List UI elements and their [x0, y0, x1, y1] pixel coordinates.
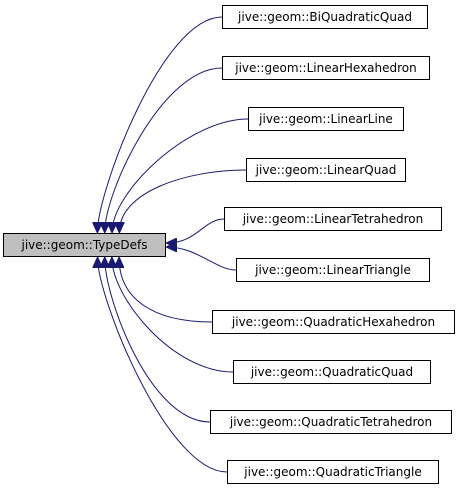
inheritance-edge-10: [98, 258, 228, 473]
node-quadratictetrahedron[interactable]: jive::geom::QuadraticTetrahedron: [210, 410, 452, 434]
inheritance-edge-3: [112, 118, 249, 232]
inheritance-edge-1: [97, 16, 223, 232]
node-lineartriangle[interactable]: jive::geom::LinearTriangle: [236, 258, 430, 282]
inheritance-edge-2: [105, 67, 223, 232]
edges: [97, 16, 249, 473]
inheritance-edge-6: [167, 247, 237, 271]
inheritance-edge-8: [112, 258, 234, 373]
node-quadratictriangle[interactable]: jive::geom::QuadraticTriangle: [227, 460, 439, 484]
node-quadraticquad[interactable]: jive::geom::QuadraticQuad: [233, 360, 431, 384]
root-node-typedefs: jive::geom::TypeDefs: [3, 233, 166, 257]
inheritance-edge-9: [105, 258, 211, 423]
node-lineartetrahedron[interactable]: jive::geom::LinearTetrahedron: [224, 207, 442, 231]
node-linearquad[interactable]: jive::geom::LinearQuad: [246, 158, 406, 182]
node-biquadraticquad[interactable]: jive::geom::BiQuadraticQuad: [222, 5, 428, 29]
node-quadratichexahedron[interactable]: jive::geom::QuadraticHexahedron: [212, 310, 455, 334]
inheritance-edge-5: [167, 218, 225, 243]
node-linearhexahedron[interactable]: jive::geom::LinearHexahedron: [222, 56, 430, 80]
inheritance-edge-7: [119, 258, 213, 323]
node-linearline[interactable]: jive::geom::LinearLine: [248, 107, 404, 131]
inheritance-edge-4: [119, 169, 247, 232]
